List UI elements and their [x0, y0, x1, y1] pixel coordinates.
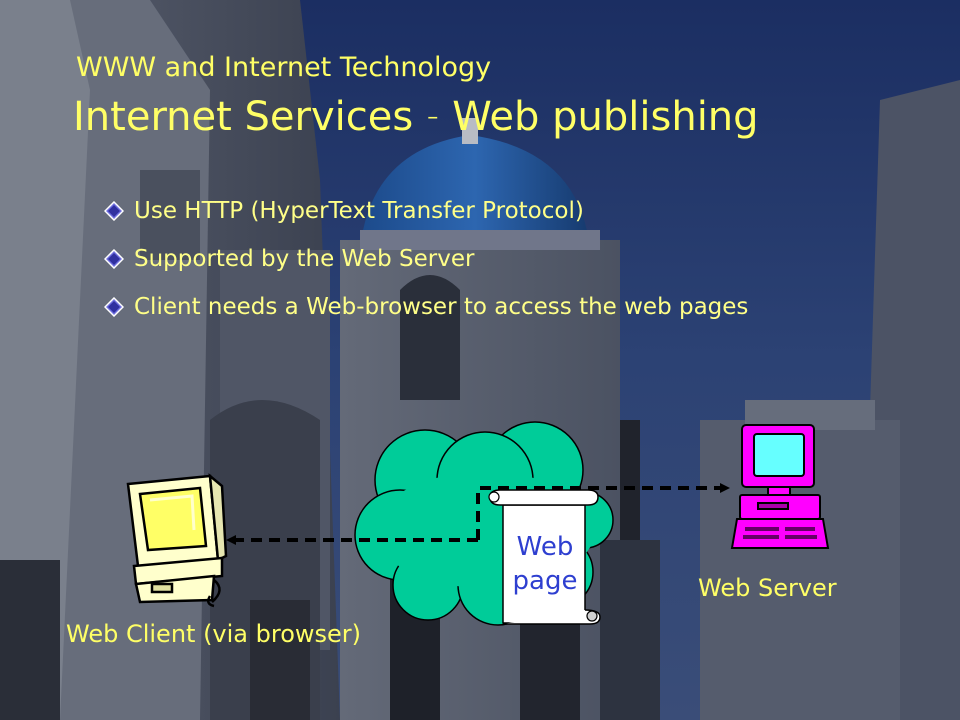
slide-subtitle: WWW and Internet Technology: [76, 52, 492, 83]
request-connector: [226, 483, 730, 545]
slide-title-dash: –: [427, 105, 439, 130]
desktop-computer-icon: [126, 473, 228, 608]
bullet-item: Client needs a Web-browser to access the…: [104, 290, 748, 338]
scroll-document-icon: [488, 489, 601, 625]
server-label: Web Server: [698, 574, 837, 602]
slide-title-part1: Internet Services: [73, 94, 414, 140]
diamond-bullet-icon: [104, 297, 124, 317]
bullet-item: Use HTTP (HyperText Transfer Protocol): [104, 194, 748, 242]
document-label-line1: Web: [516, 532, 574, 562]
document-label: Web page: [505, 530, 585, 598]
bullet-list: Use HTTP (HyperText Transfer Protocol) S…: [104, 194, 748, 338]
diamond-bullet-icon: [104, 201, 124, 221]
bullet-item: Supported by the Web Server: [104, 242, 748, 290]
bullet-text: Use HTTP (HyperText Transfer Protocol): [134, 198, 584, 224]
server-computer-icon: [730, 424, 830, 549]
slide-title: Internet Services–Web publishing: [73, 94, 759, 140]
bullet-text: Client needs a Web-browser to access the…: [134, 294, 749, 320]
slide-title-part2: Web publishing: [452, 94, 759, 140]
bullet-text: Supported by the Web Server: [134, 246, 475, 272]
client-label: Web Client (via browser): [66, 620, 362, 648]
document-label-line2: page: [512, 566, 578, 596]
diamond-bullet-icon: [104, 249, 124, 269]
